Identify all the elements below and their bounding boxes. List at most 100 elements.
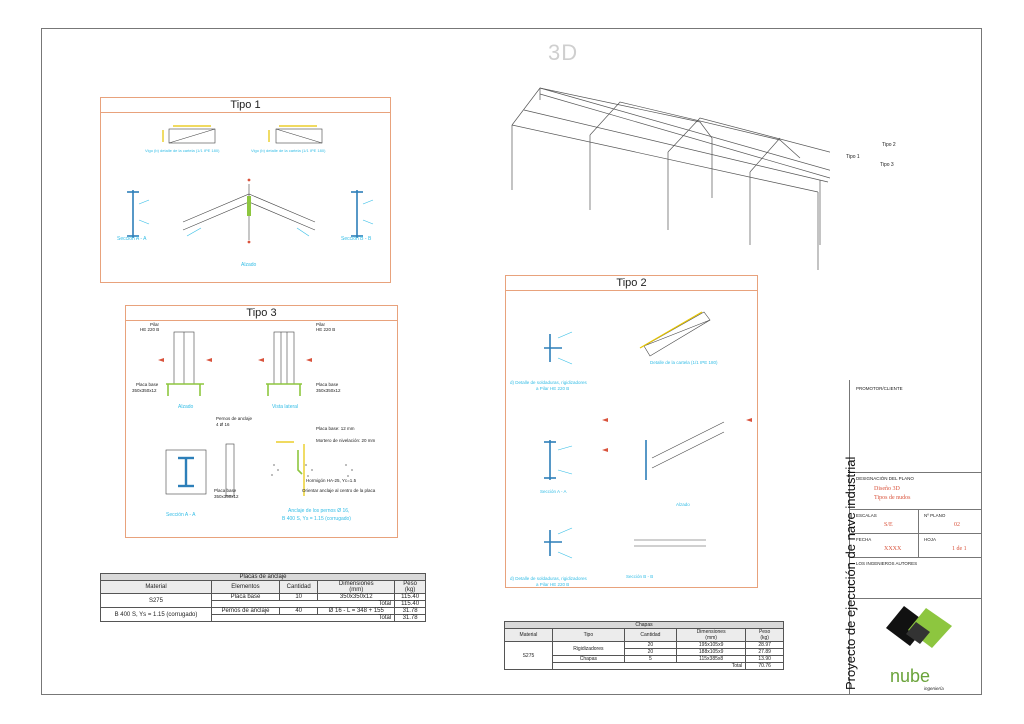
tipo1-alzado: Alzado — [241, 262, 257, 268]
cell-pernos: Pernos de anclaje — [210, 607, 281, 615]
cell-chapas-dims-0: 195x105x9 — [675, 641, 747, 649]
th-peso: Peso (kg) — [394, 580, 426, 594]
cell-chapas-qty-1: 20 — [623, 648, 677, 656]
tipo3-hormigon: Hormigón HA-25, Yc=1.5 — [306, 478, 357, 483]
nube-logo-text: nube — [890, 666, 931, 686]
th-chapas-dimensiones: Dimensiones (mm) — [675, 628, 747, 642]
cell-pernos-peso: 31.78 — [394, 607, 426, 615]
tb-designacion-1: Diseño 3D — [874, 486, 900, 492]
cell-chapas-s275: S275 — [504, 641, 553, 670]
cell-b400: B 400 S, Ys = 1.15 (corrugado) — [100, 607, 212, 622]
cell-total-label-1: Total — [210, 600, 396, 608]
table-chapas: Chapas Material Tipo Cantidad Dimensione… — [504, 621, 784, 670]
tb-designacion-2: Tipos de nudos — [874, 495, 911, 501]
tipo2-seccion-b: Sección B - B — [626, 574, 654, 579]
tipo3-vista-lateral: Vista lateral — [272, 404, 299, 410]
drawing-frame — [41, 28, 982, 695]
tb-escalas-label: ESCALAS — [856, 513, 877, 518]
tipo3-anclaje-sub: B 400 S, Ys = 1.15 (corrugado) — [282, 516, 351, 522]
title-block: PROMOTOR/CLIENTE DESIGNACIÓN DEL PLANO D… — [849, 380, 982, 695]
cell-chapas-peso-2: 13.90 — [745, 655, 784, 663]
tipo2-seccion-a: Sección A - A — [540, 489, 567, 494]
tb-hoja-label: HOJA — [924, 537, 937, 542]
tipo3-alzado: Alzado — [178, 404, 194, 410]
panel-tipo1: Tipo 1 Vigo (b) detalle de la cartela (1… — [100, 97, 391, 283]
th-cantidad: Cantidad — [278, 580, 319, 594]
cell-total-1: 115.40 — [394, 600, 426, 608]
tipo3-orientar: Orientar anclaje al centro de la placa — [302, 488, 376, 493]
cell-pernos-qty: 40 — [278, 607, 319, 615]
cell-placa-qty: 10 — [278, 593, 319, 601]
cell-total-2: 31.78 — [394, 614, 426, 622]
tipo3-placa-dims-2: 350x350x12 — [316, 388, 341, 393]
tipo3-placa-base: Placa base — [136, 382, 159, 387]
tipo3-pilar: Pilar — [150, 322, 160, 327]
label-tipo1-3d: Tipo 1 — [846, 154, 860, 160]
tipo3-anclaje-title: Anclaje de los pernos Ø 16, — [288, 508, 350, 514]
cell-chapas-tipo-2: Chapas — [551, 655, 625, 663]
th-chapas-cantidad: Cantidad — [623, 628, 677, 642]
tb-divider-4 — [850, 557, 982, 558]
tipo2-drawing — [544, 311, 752, 559]
tipo3-drawing — [158, 331, 353, 497]
tb-escalas-value: S/E — [884, 522, 893, 528]
cell-rigidizadores: Rigidizadores — [551, 641, 625, 656]
th-dimensiones: Dimensiones (mm) — [317, 580, 396, 594]
tb-fecha-value: XXXX — [884, 546, 902, 552]
tb-designacion-label: DESIGNACIÓN DEL PLANO — [856, 476, 914, 481]
tb-divider-5 — [850, 598, 982, 599]
cell-chapas-qty-2: 5 — [623, 655, 677, 663]
th-elementos: Elementos — [210, 580, 281, 594]
cell-chapas-dims-1: 188x105x9 — [675, 648, 747, 656]
tb-nplano-label: Nº PLANO — [924, 513, 946, 518]
cell-chapas-dims-2: 115x385x8 — [675, 655, 747, 663]
tipo3-placa-base-2: Placa base — [316, 382, 339, 387]
th-chapas-material: Material — [504, 628, 553, 642]
tb-autores-label: LOS INGENIEROS AUTORES — [856, 561, 918, 566]
th-chapas-tipo: Tipo — [551, 628, 625, 642]
table-placas-caption: Placas de anclaje — [100, 573, 426, 581]
tipo3-seccion-a: Sección A - A — [166, 512, 196, 518]
cell-placa-peso: 115.40 — [394, 593, 426, 601]
tipo3-pilar-he-2: HE 220 B — [316, 327, 336, 332]
cell-s275: S275 — [100, 593, 212, 608]
tipo3-placa-base-3: Placa base — [214, 488, 237, 493]
tipo2-detalle-cartela: Detalle de la cartela (1/1 IPE 180) — [650, 360, 718, 365]
panel-tipo3: Tipo 3 Pilar — [125, 305, 398, 538]
tipo1-drawing — [127, 125, 374, 244]
tipo2-alzado: Alzado — [676, 502, 690, 507]
panel-tipo3-title: Tipo 3 — [126, 306, 397, 321]
tipo2-detalle-sold-2: d) Detalle de soldaduras, rigidizadores — [510, 576, 587, 581]
cell-chapas-total: 70.76 — [745, 662, 784, 670]
panel-tipo1-title: Tipo 1 — [101, 98, 390, 113]
tipo3-mortero: Mortero de nivelación: 20 mm — [316, 438, 376, 443]
cell-placa-dims: 350x350x12 — [317, 593, 396, 601]
tipo1-caption-right: Vigo (b) detalle de la cartela (1/1 IPE … — [251, 148, 326, 153]
cell-chapas-qty-0: 20 — [623, 641, 677, 649]
th-chapas-peso: Peso (kg) — [745, 628, 784, 642]
table-placas-anclaje: Placas de anclaje Material Elementos Can… — [100, 573, 426, 622]
cell-chapas-peso-0: 28.97 — [745, 641, 784, 649]
tipo2-detalle-sold-1b: a Pilar HE 220 B — [536, 386, 570, 391]
label-tipo3-3d: Tipo 3 — [880, 162, 894, 168]
tipo3-pilar-he: HE 220 B — [140, 327, 160, 332]
tipo2-detalle-sold-1: d) Detalle de soldaduras, rigidizadores — [510, 380, 587, 385]
tipo2-detalle-sold-2b: a Pilar HE 220 B — [536, 582, 570, 587]
tipo3-pilar-2: Pilar — [316, 322, 326, 327]
view-3d-title: 3D — [548, 40, 579, 65]
tb-nplano-value: 02 — [954, 522, 960, 528]
panel-tipo2-title: Tipo 2 — [506, 276, 757, 291]
tb-fecha-label: FECHA — [856, 537, 872, 542]
cell-pernos-dims: Ø 16 - L = 348 + 155 — [317, 607, 396, 615]
project-vertical-title: Proyecto de ejecución de nave industrial — [843, 456, 858, 690]
structure-3d-view — [511, 87, 830, 270]
cell-placa-base: Placa base — [210, 593, 281, 601]
panel-tipo2: Tipo 2 d) Detalle de soldaduras, rigidiz… — [505, 275, 758, 588]
tb-vdivider — [918, 509, 919, 557]
tipo1-seccion-a: Sección A - A — [117, 236, 147, 242]
cell-total-label-2: Total — [210, 614, 396, 622]
cell-chapas-total-label: Total — [551, 662, 747, 670]
cell-chapas-peso-1: 27.89 — [745, 648, 784, 656]
tipo3-placa-base-mm: Placa base: 12 mm — [316, 426, 355, 431]
tb-promotor-label: PROMOTOR/CLIENTE — [856, 386, 903, 391]
